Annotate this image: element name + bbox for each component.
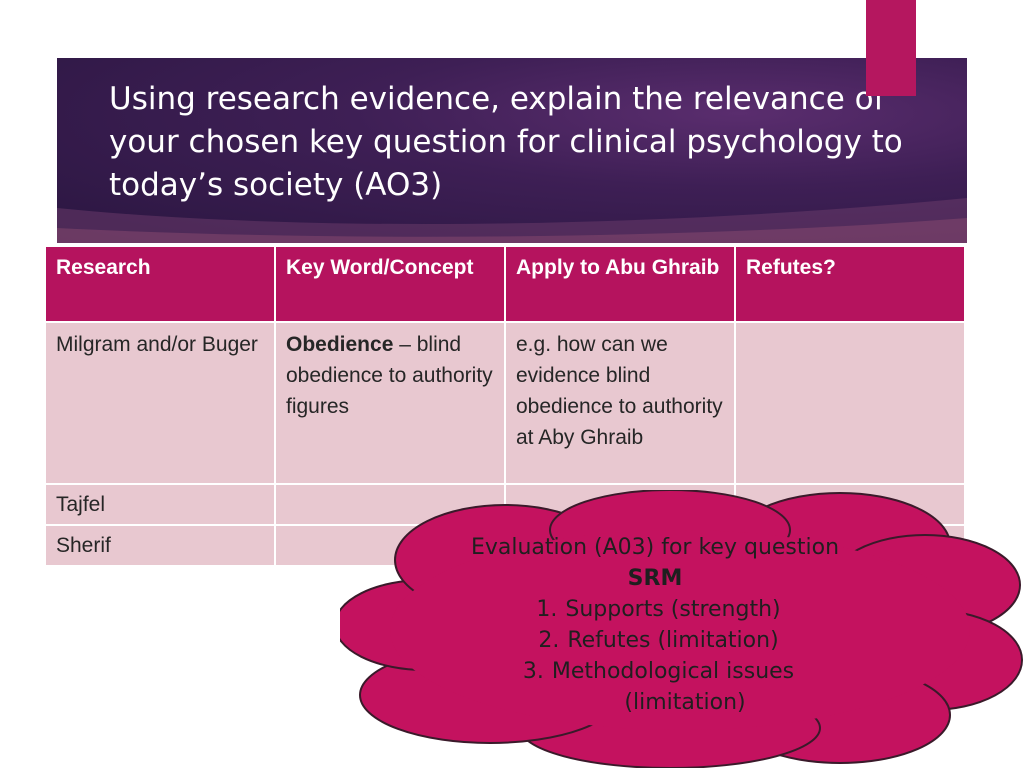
cloud-subheading: SRM	[627, 566, 683, 591]
cell-research: Sherif	[44, 524, 276, 567]
list-number: 1.	[536, 597, 558, 622]
banner-wave-decoration	[57, 198, 967, 243]
cloud-shape	[340, 490, 1023, 768]
list-item: 3. Methodological issues (limitation)	[420, 656, 890, 718]
list-text: Supports (strength)	[565, 597, 781, 622]
cloud-text: Evaluation (A03) for key question SRM 1.…	[420, 532, 890, 718]
slide-title: Using research evidence, explain the rel…	[109, 81, 903, 203]
cell-research: Milgram and/or Buger	[44, 321, 276, 485]
key-word-description: – blind obedience to authority figures	[286, 333, 493, 418]
list-number: 3.	[522, 659, 544, 684]
evaluation-list: 1. Supports (strength) 2. Refutes (limitat…	[420, 594, 890, 718]
list-text: Refutes (limitation)	[567, 628, 779, 653]
header-key-word: Key Word/Concept	[274, 245, 506, 323]
cell-research: Tajfel	[44, 483, 276, 526]
list-text: Methodological issues	[551, 659, 795, 684]
title-banner: Using research evidence, explain the rel…	[57, 58, 967, 243]
table-row: Milgram and/or Buger Obedience – blind o…	[44, 321, 966, 485]
key-word-bold: Obedience	[286, 333, 394, 356]
cell-apply: e.g. how can we evidence blind obedience…	[504, 321, 736, 485]
cloud-heading: Evaluation (A03) for key question	[470, 535, 840, 560]
accent-bar	[866, 0, 916, 96]
table-header-row: Research Key Word/Concept Apply to Abu G…	[44, 245, 966, 323]
cell-key-word: Obedience – blind obedience to authority…	[274, 321, 506, 485]
header-refutes: Refutes?	[734, 245, 966, 323]
evaluation-cloud: Evaluation (A03) for key question SRM 1.…	[340, 490, 1024, 768]
list-text-continued: (limitation)	[624, 690, 746, 715]
header-research: Research	[44, 245, 276, 323]
header-apply: Apply to Abu Ghraib	[504, 245, 736, 323]
list-item: 1. Supports (strength)	[420, 594, 890, 625]
list-number: 2.	[538, 628, 560, 653]
list-item: 2. Refutes (limitation)	[420, 625, 890, 656]
cell-refutes	[734, 321, 966, 485]
